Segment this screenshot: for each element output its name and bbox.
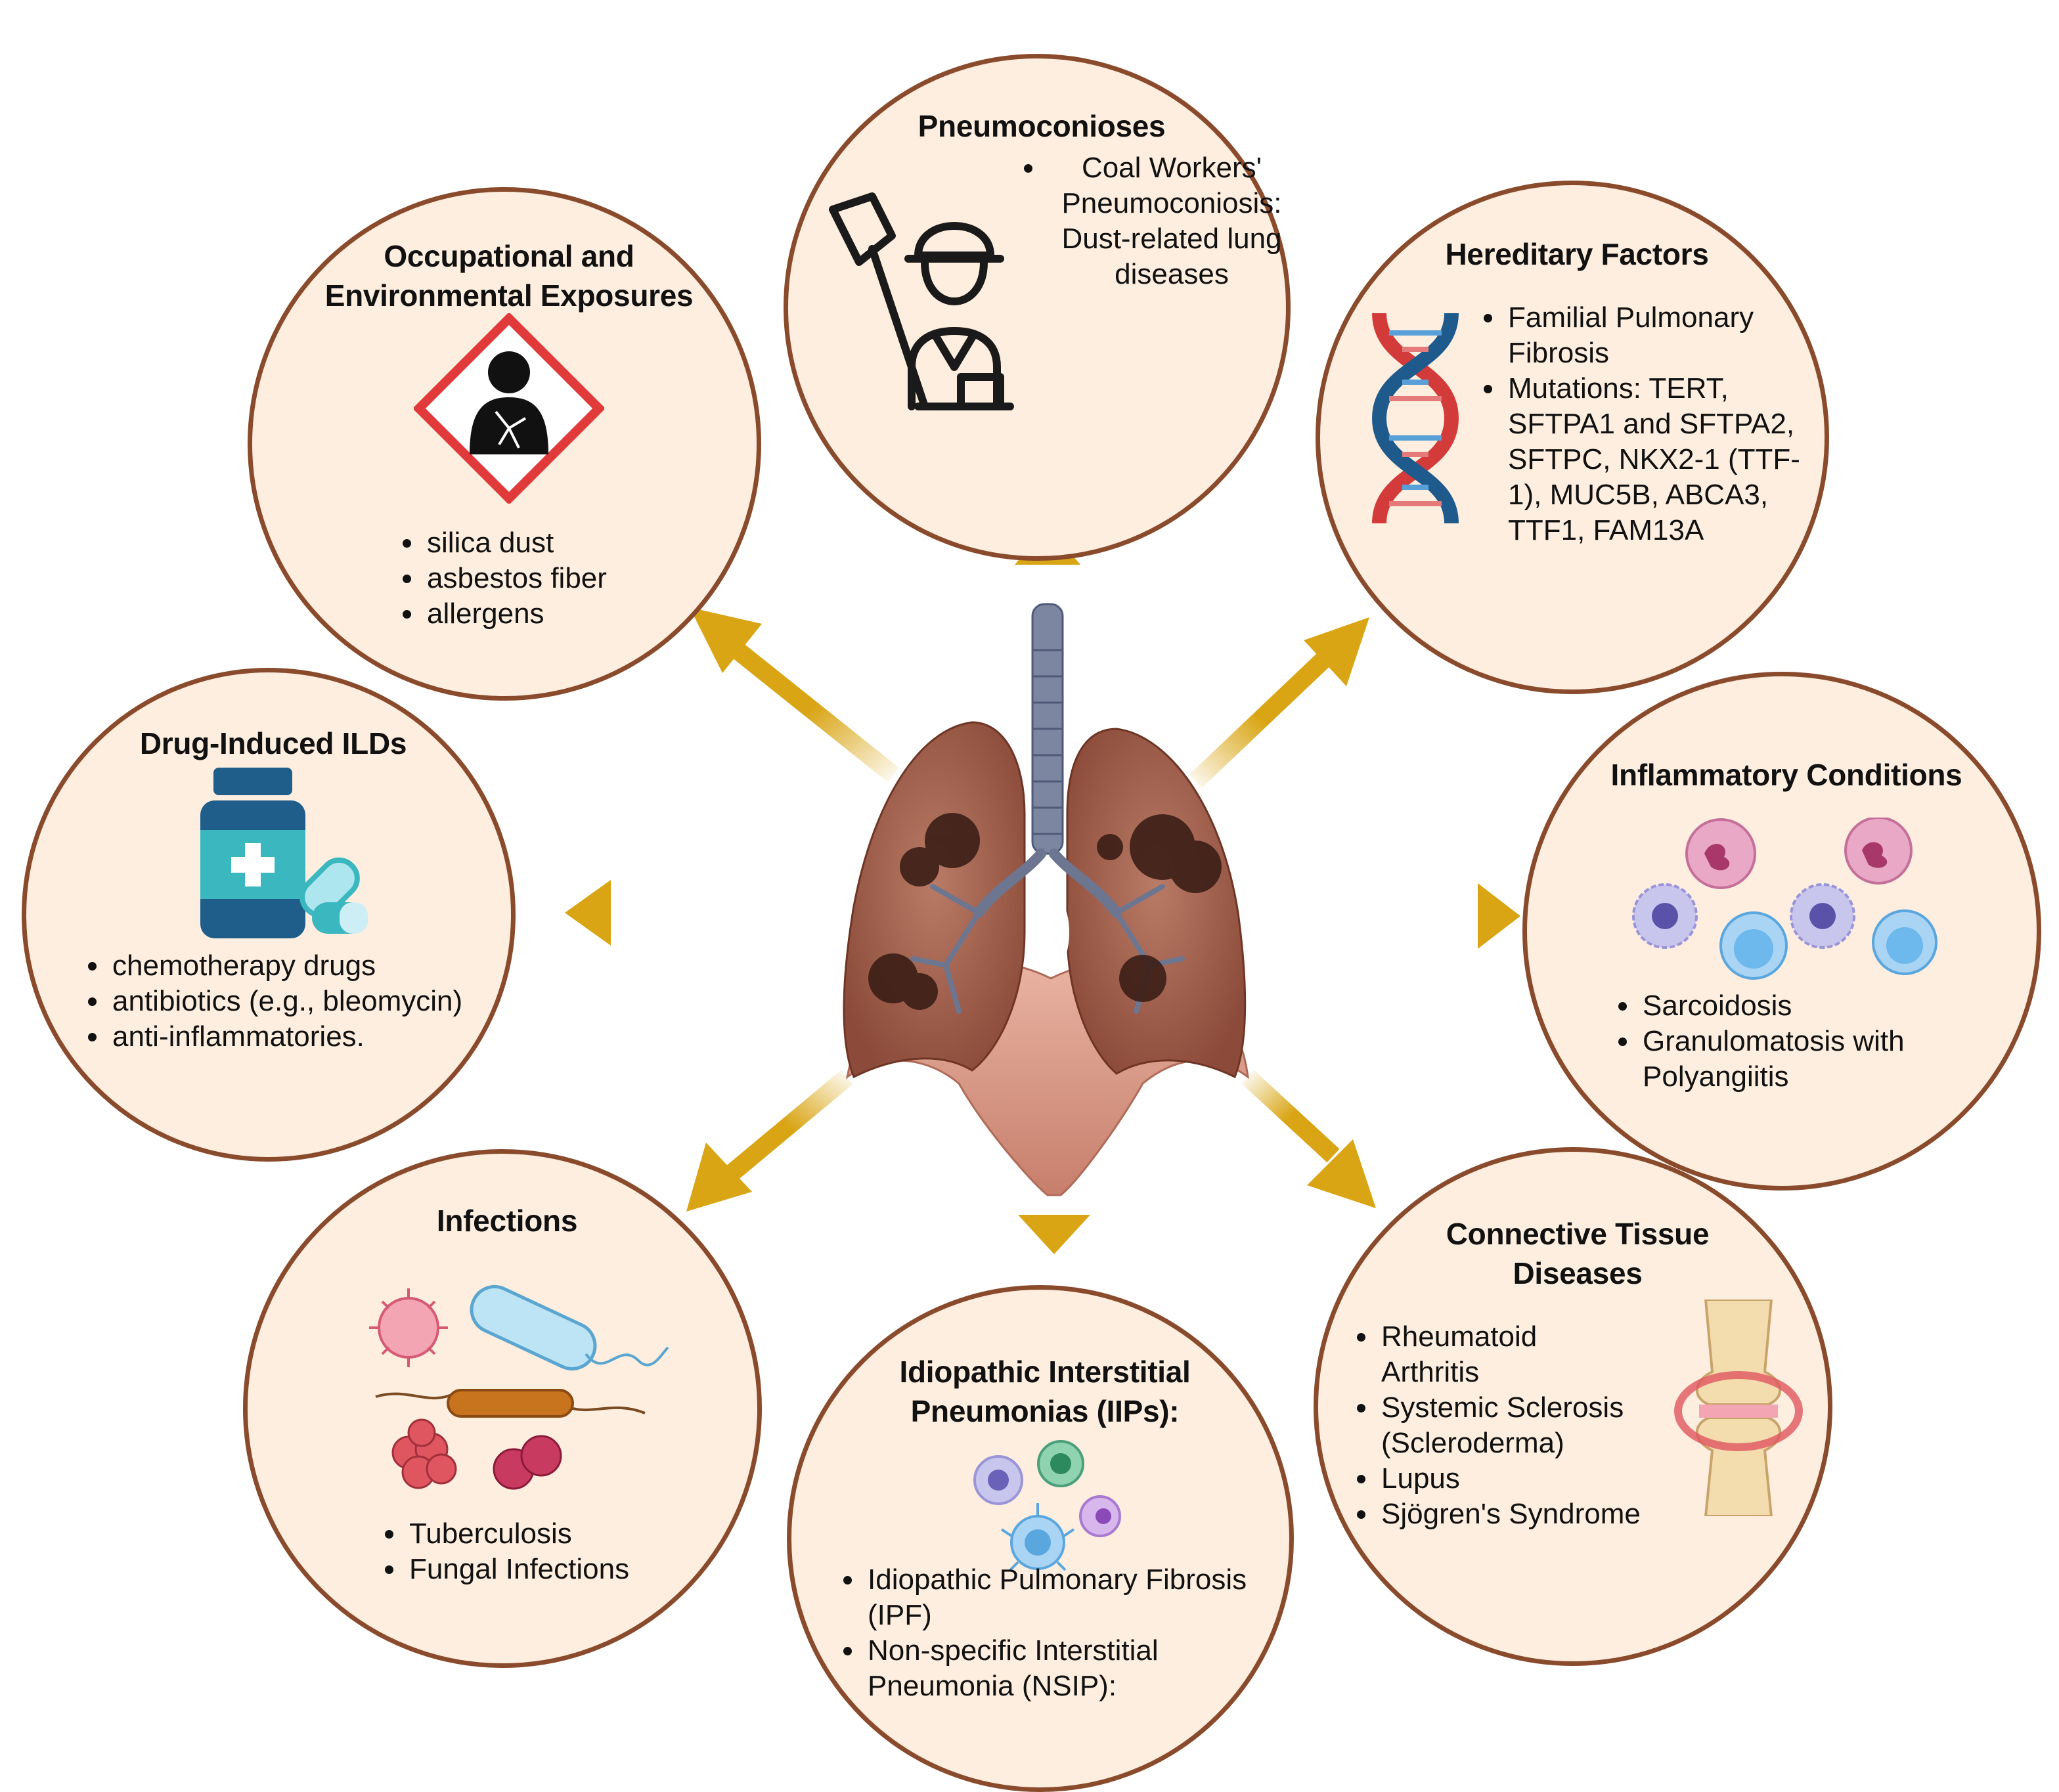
list-item: Sjögren's Syndrome — [1379, 1497, 1733, 1532]
dna-icon — [1371, 313, 1459, 523]
list-item: Idiopathic Pulmonary Fibrosis (IPF) — [865, 1562, 1312, 1633]
cells-icon — [973, 1440, 1121, 1571]
node-items: Sarcoidosis Granulomatosis with Polyangi… — [1606, 988, 2008, 1095]
node-connective: Connective Tissue Diseases Rheumatoid Ar… — [1314, 1147, 1832, 1666]
list-item: Fungal Infections — [407, 1552, 709, 1587]
immune-cells-icon — [1632, 818, 1937, 980]
node-title: Occupational and Environmental Exposures — [252, 236, 766, 315]
list-item: antibiotics (e.g., bleomycin) — [110, 984, 530, 1019]
node-title: Connective Tissue Diseases — [1318, 1214, 1837, 1293]
node-items: Coal Workers' Pneumoconiosis: Dust-relat… — [1011, 150, 1295, 292]
title-line: Connective Tissue — [1446, 1217, 1710, 1251]
list-item: chemotherapy drugs — [110, 948, 530, 984]
node-infections: Infections Tuberculosis Fungal Infection… — [243, 1149, 762, 1668]
list-item: Rheumatoid Arthritis — [1379, 1319, 1552, 1390]
arrow-to-hereditary — [1189, 617, 1369, 789]
arrow-to-occupational — [690, 607, 899, 782]
list-item: allergens — [424, 596, 700, 632]
arrow-to-drug — [565, 880, 828, 946]
list-item: Granulomatosis with Polyangiitis — [1640, 1024, 2008, 1095]
node-title: Pneumoconioses — [918, 109, 1166, 143]
arrow-to-infections — [686, 1070, 853, 1212]
node-pneumoconioses: Pneumoconioses Coal Workers' Pneumoconio… — [784, 54, 1291, 561]
list-item: Familial Pulmonary Fibrosis — [1505, 300, 1814, 371]
title-line: Occupational and — [384, 239, 634, 273]
construction-worker-icon — [829, 192, 1014, 410]
node-title: Inflammatory Conditions — [1610, 758, 1962, 792]
list-item: Coal Workers' Pneumoconiosis: Dust-relat… — [1046, 150, 1295, 292]
node-title: Drug-Induced ILDs — [139, 726, 407, 760]
node-drug: Drug-Induced ILDs chemotherapy drugs ant… — [22, 668, 516, 1162]
title-line: Diseases — [1513, 1256, 1643, 1290]
title-line: Pneumonias (IIPs): — [910, 1394, 1180, 1428]
list-item: Lupus — [1379, 1461, 1733, 1497]
list-item: Non-specific Interstitial Pneumonia (NSI… — [865, 1633, 1312, 1704]
node-items: Familial Pulmonary Fibrosis Mutations: T… — [1471, 300, 1814, 548]
list-item: Systemic Sclerosis (Scleroderma) — [1379, 1390, 1733, 1461]
list-item: silica dust — [424, 525, 700, 561]
arrow-to-inflammatory — [1248, 883, 1520, 949]
list-item: Tuberculosis — [407, 1516, 709, 1552]
medicine-bottle-icon — [200, 768, 368, 938]
node-items: silica dust asbestos fiber allergens — [390, 525, 700, 632]
node-title: Infections — [436, 1204, 578, 1238]
node-inflammatory: Inflammatory Conditions Sarcoidosis Gran… — [1522, 672, 2041, 1191]
pathogens-icon — [369, 1285, 669, 1490]
node-items: chemotherapy drugs antibiotics (e.g., bl… — [76, 948, 530, 1055]
node-iips: Idiopathic Interstitial Pneumonias (IIPs… — [787, 1285, 1294, 1792]
node-items: Rheumatoid Arthritis Systemic Sclerosis … — [1344, 1319, 1733, 1532]
title-line: Idiopathic Interstitial — [899, 1355, 1191, 1389]
node-hereditary: Hereditary Factors Familial Pulmonary Fi… — [1316, 181, 1829, 694]
health-hazard-icon — [414, 313, 604, 504]
node-title: Hereditary Factors — [1445, 237, 1709, 271]
list-item: Sarcoidosis — [1640, 988, 2008, 1024]
list-item: Mutations: TERT, SFTPA1 and SFTPA2, SFTP… — [1505, 371, 1814, 548]
title-line: Environmental Exposures — [324, 278, 694, 313]
lungs-icon — [843, 603, 1249, 1196]
arrow-to-connective — [1241, 1070, 1376, 1208]
list-item: anti-inflammatories. — [110, 1019, 530, 1055]
node-occupational: Occupational and Environmental Exposures… — [248, 187, 761, 701]
node-items: Tuberculosis Fungal Infections — [372, 1516, 709, 1587]
joint-icon — [1674, 1300, 1803, 1516]
node-title: Idiopathic Interstitial Pneumonias (IIPs… — [791, 1352, 1298, 1431]
list-item: asbestos fiber — [424, 561, 700, 596]
node-items: Idiopathic Pulmonary Fibrosis (IPF) Non-… — [831, 1562, 1312, 1704]
